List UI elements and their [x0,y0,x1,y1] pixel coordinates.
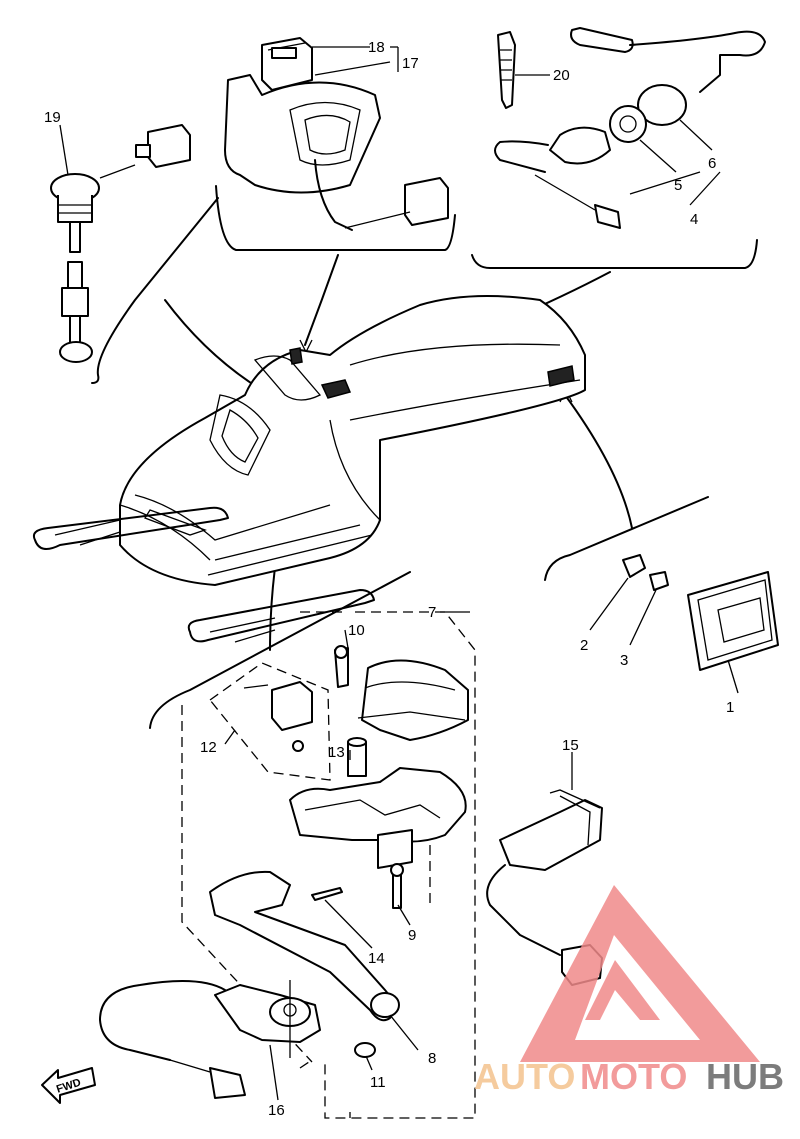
watermark-inner-mark-icon [585,960,660,1020]
dashed-group-boxes [181,611,476,1119]
callout-8: 8 [428,1050,436,1067]
callout-16: 16 [268,1102,285,1119]
inset-brackets [91,185,758,729]
parts-1-2-3 [622,554,779,671]
part-19-knob [50,124,191,363]
callout-4: 4 [690,211,698,228]
callout-12: 12 [200,739,217,756]
watermark-moto: MOTO [580,1056,687,1097]
callout-17: 17 [402,55,419,72]
callout-14: 14 [368,950,385,967]
callout-2: 2 [580,637,588,654]
callout-3: 3 [620,652,628,669]
callout-9: 9 [408,927,416,944]
callout-18: 18 [368,39,385,56]
callout-1: 1 [726,699,734,716]
part-17-18-switch-assembly [224,37,449,231]
watermark-hub: HUB [706,1056,784,1097]
callout-leaders [59,46,739,1101]
callout-10: 10 [348,622,365,639]
callout-numbers: 1 2 3 4 5 6 7 8 9 10 11 12 13 14 15 16 1… [44,39,734,1119]
callout-5: 5 [674,177,682,194]
watermark-auto: AUTO [474,1056,575,1097]
callout-11: 11 [370,1074,386,1091]
callout-19: 19 [44,109,61,126]
callout-6: 6 [708,155,716,172]
callout-15: 15 [562,737,579,754]
watermark-logo: AUTO MOTO HUB [474,885,784,1097]
part-20-cable-tie [497,31,516,109]
callout-7: 7 [428,604,436,621]
callout-20: 20 [553,67,570,84]
throttle-assembly [99,645,603,1118]
watermark-triangle-icon [520,885,760,1062]
callout-13: 13 [328,744,345,761]
fwd-arrow: FWD [41,1067,96,1104]
snowmobile-body [32,295,586,643]
part-4-5-6-key-switch [494,27,766,229]
